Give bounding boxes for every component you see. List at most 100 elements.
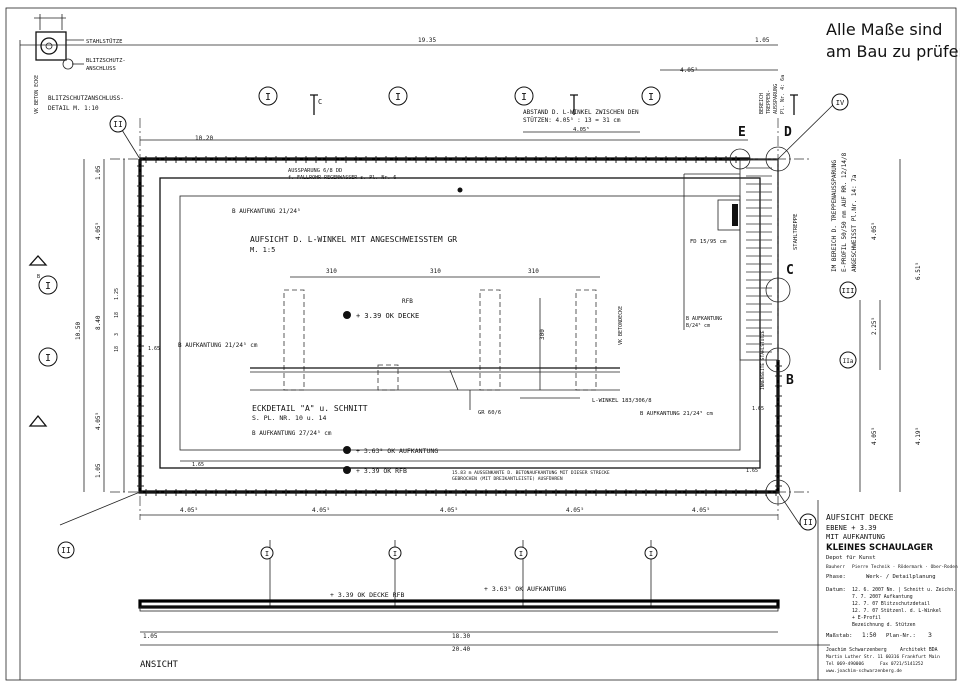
axis-top-4: I [648, 92, 654, 103]
section-c-marker: C [318, 98, 322, 106]
tb-revision-5: + E-Profil [852, 615, 881, 621]
dim-right-a: 2.25⁵ [871, 317, 878, 335]
tb-line-3: MIT AUFKANTUNG [826, 533, 885, 541]
eckdetail-line-1: ECKDETAIL "A" u. SCHNITT [252, 404, 368, 413]
column-hidden-3 [575, 289, 597, 391]
elevation-slab [138, 599, 780, 609]
tb-plan-label: Plan-Nr.: [886, 633, 916, 639]
aufkantung-ok: + 3.63⁵ OK AUFKANTUNG [356, 447, 438, 455]
innenseite-label: INNENSEITE STAHLSTÜTZE [759, 330, 766, 390]
stair-treads [746, 167, 772, 353]
tb-revision-1: 12. 6. 2007 Nn. | Schnitt u. Zeichn. [852, 587, 956, 593]
letter-e: E [738, 125, 746, 140]
column-hidden-4 [377, 364, 399, 391]
tb-line-1: AUFSICHT DECKE [826, 513, 894, 522]
hatch-mark [449, 369, 459, 391]
tb-tel: Tel 069-490006 [826, 661, 864, 667]
dim-bottom-seg-1: 4.05⁵ [180, 507, 198, 514]
dim-right-total: 6.51⁵ [915, 262, 922, 280]
elev-ok-decke: + 3.39 OK DECKE RFB [330, 591, 404, 599]
dim-middle-1: 310 [326, 268, 337, 275]
elev-axis-1: I [265, 550, 269, 558]
grid-bubbles-corners: II II II [57, 115, 817, 559]
detail-label-anschluss: ANSCHLUSS [86, 66, 116, 72]
axis-left-2: I [45, 353, 51, 364]
vk-beton-label: VK BETONDECKE [618, 306, 624, 345]
right-vertical-2: E-PROFIL 50/50 mm AUF RR. 12/14/8 [841, 152, 848, 272]
aussenkante-line-1: 15.83 m AUSSENKANTE D. BETONAUFKANTUNG M… [452, 470, 610, 476]
aufkantung-outer [159, 177, 761, 469]
column-hidden-2 [479, 289, 501, 391]
fd-box [717, 199, 741, 231]
bereich-1: BEREICH [759, 93, 765, 114]
gr-label: GR 60/6 [478, 410, 501, 416]
eckdetail-line-2: S. PL. NR. 10 u. 14 [252, 414, 326, 422]
tb-massstab-label: Maßstab: [826, 633, 853, 639]
dim-left-inner-1: 1.25 [114, 288, 120, 300]
dim-h-small-1: 1.65 [148, 346, 160, 352]
stair-opening [739, 159, 779, 361]
tb-architect: Joachim Schwarzenberg [826, 647, 887, 653]
bereich-2: TREPPEN- [766, 90, 772, 114]
axis-corner-bl: II [61, 546, 71, 555]
detail-label-blitzschutz: BLITZSCHUTZ- [86, 58, 126, 64]
dim-left-seg-4: 4.05⁵ [95, 412, 102, 430]
dim-right-b: 4.05⁵ [871, 427, 878, 445]
dim-middle-3: 310 [528, 268, 539, 275]
aussenkante-line-2: GEBROCHEN (MIT DREIKANTLEISTE) AUSFÜHREN [452, 475, 563, 482]
edge-ticks [137, 156, 782, 496]
blitzschutz-detail: STAHLSTÜTZE BLITZSCHUTZ- ANSCHLUSS BLITZ… [34, 14, 126, 114]
level-marker-rfb [343, 466, 351, 474]
elev-axis-4: I [649, 550, 653, 558]
dim-bottom-seg-3: 4.05⁵ [440, 507, 458, 514]
bereich-4: Pl. Nr. 4: 6a [780, 75, 786, 114]
ok-decke-label: + 3.39 OK DECKE [356, 312, 419, 320]
tb-project: KLEINES SCHAULAGER [826, 543, 933, 553]
aufkantung-right2: B AUFKANTUNG [686, 316, 722, 322]
grid-bubbles-top: I I I I [258, 86, 661, 106]
letter-b: B [786, 373, 794, 388]
tb-datum-label: Datum: [826, 587, 846, 593]
dim-bottom-2: 18.30 [452, 633, 470, 640]
axis-top-3: I [521, 92, 527, 103]
right-vertical-4: 4.05⁵ [871, 222, 878, 240]
dim-right-lower: 4.19⁵ [915, 427, 922, 445]
aufkantung-right2b: B/24⁵ cm [686, 323, 710, 329]
dim-bottom-1: 1.05 [143, 633, 158, 640]
sheet-border [5, 7, 957, 681]
dim-left-inner-3: 3 [114, 333, 120, 336]
detail-label-stahlstuetze: STAHLSTÜTZE [86, 38, 122, 45]
ok-rfb: + 3.39 OK RFB [356, 467, 407, 475]
axis-corner-tl: II [113, 120, 123, 129]
tb-web: www.joachim-schwarzenberg.de [826, 668, 902, 674]
fallrohr-marker [457, 187, 463, 193]
tb-fax: Fax 0721/5141252 [880, 661, 924, 667]
axis-top-1: I [265, 92, 271, 103]
right-vertical-1: IM BEREICH D. TREPPENAUSSPARUNG [831, 160, 838, 272]
aussparung-line-2: f. FALLROHR REGENWASSER s. Pl. Nr. 6 [288, 175, 396, 181]
dim-top-left-seg: 10.20 [195, 135, 213, 142]
dim-left-seg-2: 4.05⁵ [95, 222, 102, 240]
fd-label: FD 15/95 cm [690, 239, 727, 245]
level-marker-ok-decke [343, 311, 351, 319]
detail-side-label: VK BETON ECKE [34, 75, 40, 114]
letter-c: C [786, 263, 794, 278]
dim-bottom-seg-4: 4.05⁵ [566, 507, 584, 514]
tb-bauherr: Pierre Technik · Rödermark · Ober-Roden [852, 564, 958, 570]
leader-corner-tr [777, 102, 836, 160]
aufkantung-left: B AUFKANTUNG 21/24⁵ cm [178, 342, 258, 349]
dim-middle-2: 310 [430, 268, 441, 275]
tb-revision-6: Bezeichnung d. Stützen [852, 622, 916, 628]
stahltreppe-label: STAHLTREPPE [793, 214, 799, 250]
dim-bottom-seg-5: 4.05⁵ [692, 507, 710, 514]
axis-left-1: I [45, 281, 51, 292]
elevation-title: ANSICHT [140, 660, 179, 670]
leader-corner-tl [121, 129, 141, 160]
dim-left-seg-1: 1.05 [95, 165, 102, 180]
tb-revision-2: 7. 7. 2007 Aufkantung [852, 594, 913, 600]
tb-revision-3: 12. 7. 07 Blitzschutzdetail [852, 601, 930, 607]
aufkantung-inner: B AUFKANTUNG 27/24⁵ cm [252, 430, 332, 437]
detail-title-1: BLITZSCHUTZANSCHLUSS- [48, 95, 124, 102]
dim-top-right2: 4.05⁵ [680, 67, 698, 74]
